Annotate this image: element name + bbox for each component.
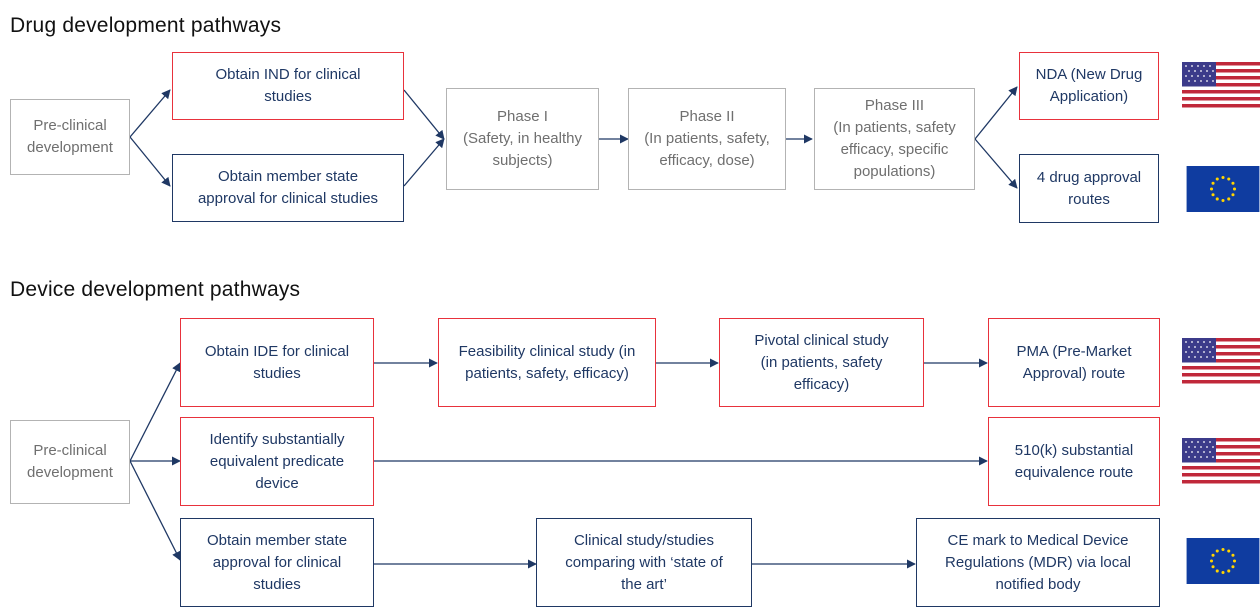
drug-phase2-box: Phase II (In patients, safety, efficacy,… (628, 88, 786, 190)
drug-phase3-box: Phase III (In patients, safety efficacy,… (814, 88, 975, 190)
device-clinical-sota-box: Clinical study/studies comparing with ‘s… (536, 518, 752, 607)
arrow-device-preclinical-to-member-state (129, 460, 181, 561)
device-feasibility-box: Feasibility clinical study (in patients,… (438, 318, 656, 407)
device-section-title: Device development pathways (10, 278, 301, 301)
arrow-drug-member-state-to-phase1 (403, 138, 445, 187)
device-preclinical-box: Pre-clinical development (10, 420, 130, 504)
device-predicate-box: Identify substantially equivalent predic… (180, 417, 374, 506)
eu-flag-icon (1186, 166, 1260, 212)
drug-nda-box: NDA (New Drug Application) (1019, 52, 1159, 120)
arrow-device-preclinical-to-ide (129, 362, 181, 462)
arrow-drug-ind-to-phase1 (403, 89, 445, 140)
arrow-drug-phase3-to-eu-routes (974, 138, 1018, 189)
drug-ind-box: Obtain IND for clinical studies (172, 52, 404, 120)
eu-flag-icon (1186, 538, 1260, 584)
us-flag-icon (1182, 338, 1260, 384)
drug-preclinical-box: Pre-clinical development (10, 99, 130, 175)
us-flag-icon (1182, 62, 1260, 108)
device-member-state-box: Obtain member state approval for clinica… (180, 518, 374, 607)
device-ce-mark-box: CE mark to Medical Device Regulations (M… (916, 518, 1160, 607)
drug-eu-routes-box: 4 drug approval routes (1019, 154, 1159, 223)
device-ide-box: Obtain IDE for clinical studies (180, 318, 374, 407)
us-flag-icon (1182, 438, 1260, 484)
arrow-drug-phase3-to-nda (974, 86, 1018, 140)
device-pma-box: PMA (Pre-Market Approval) route (988, 318, 1160, 407)
drug-phase1-box: Phase I (Safety, in healthy subjects) (446, 88, 599, 190)
device-pivotal-box: Pivotal clinical study (in patients, saf… (719, 318, 924, 407)
arrow-drug-preclinical-to-member-state (129, 136, 171, 187)
arrow-drug-preclinical-to-ind (129, 89, 171, 138)
drug-section-title: Drug development pathways (10, 14, 282, 37)
device-510k-box: 510(k) substantial equivalence route (988, 417, 1160, 506)
drug-member-state-box: Obtain member state approval for clinica… (172, 154, 404, 222)
